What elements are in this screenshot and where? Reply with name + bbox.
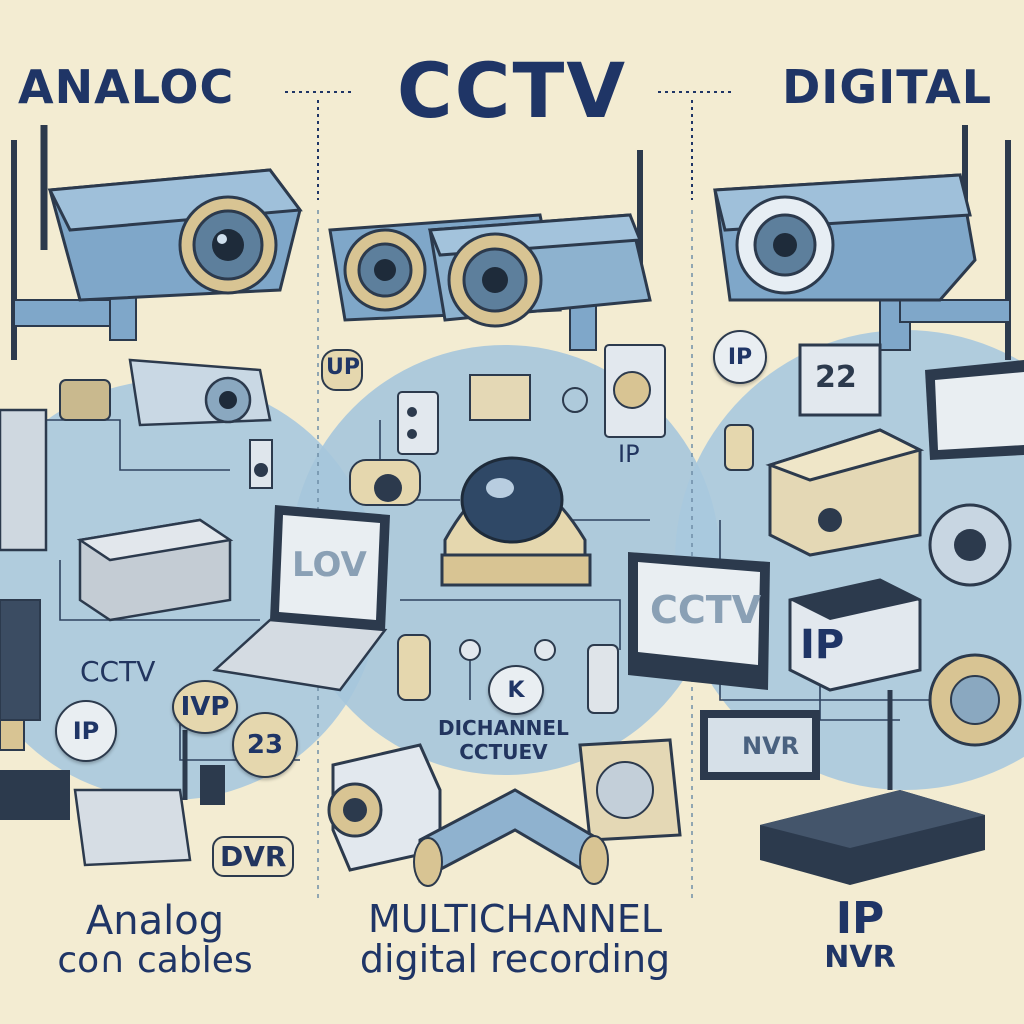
right-monitor-text: CCTV <box>650 588 762 632</box>
center-footer-line1: MULTICHANNEL <box>367 897 663 941</box>
center-channel-line1: DICHANNEL <box>438 716 569 740</box>
right-footer-line2: NVR <box>824 940 896 976</box>
heading-analog: ANALOC <box>18 60 235 114</box>
left-cctv-label: CCTV <box>80 655 156 688</box>
right-footer-line1: IP <box>835 893 885 944</box>
center-k-badge: K <box>488 665 544 715</box>
center-channel-line2: CCTUEV <box>459 740 548 764</box>
center-up-badge: UP <box>326 355 360 380</box>
left-ivp-badge: IVP <box>172 680 238 734</box>
left-footer-line1: Analog <box>85 898 225 944</box>
right-bullet-camera <box>713 125 1011 360</box>
left-devices <box>0 358 390 867</box>
center-twin-cameras <box>328 150 652 351</box>
laptop-screen-text: LOV <box>292 545 367 585</box>
left-number-badge: 23 <box>232 712 298 778</box>
left-bullet-camera <box>11 125 303 360</box>
right-ip-badge: IP <box>713 330 767 384</box>
right-footer: IP NVR <box>760 893 960 976</box>
right-small-screen-text: 22 <box>815 360 857 395</box>
center-devices <box>321 344 682 887</box>
right-devices <box>628 343 1024 885</box>
center-ip-label: IP <box>618 440 640 468</box>
right-nvr-screen-text: NVR <box>742 732 800 760</box>
dvr-label: DVR <box>212 836 295 877</box>
center-channel-text: DICHANNEL CCTUEV <box>438 716 569 764</box>
right-box-text: IP <box>800 622 845 668</box>
center-footer-line2: digital recording <box>359 936 671 981</box>
heading-digital: DIGITAL <box>782 60 992 114</box>
left-footer: Analog co∩ cables <box>20 900 290 980</box>
left-footer-line2: co∩ cables <box>57 940 253 981</box>
center-footer: MULTICHANNEL digital recording <box>330 897 700 981</box>
heading-cctv: CCTV <box>396 46 628 135</box>
left-ip-badge: IP <box>55 700 117 762</box>
